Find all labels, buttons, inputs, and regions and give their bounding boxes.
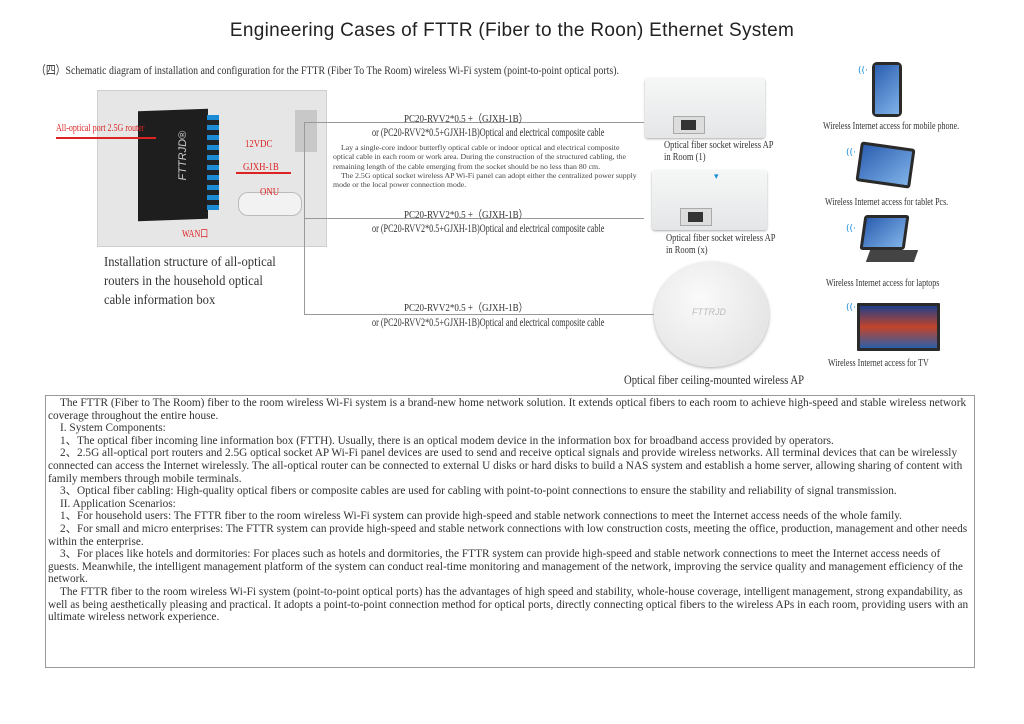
ceiling-ap-label: Optical fiber ceiling-mounted wireless A… — [624, 372, 805, 387]
note-paragraph: Lay a single-core indoor butterfly optic… — [333, 143, 626, 171]
body-paragraph: The FTTR (Fiber to The Room) fiber to th… — [48, 397, 967, 422]
device-label-laptop: Wireless Internet access for laptops — [826, 278, 940, 289]
body-paragraph: 3、Optical fiber cabling: High-quality op… — [60, 485, 897, 498]
cable-arrow — [236, 172, 291, 174]
connector-line — [304, 218, 644, 219]
wifi-icon: ((· — [858, 66, 868, 76]
body-paragraph: The FTTR fiber to the room wireless Wi-F… — [48, 585, 969, 624]
router-brand: FTTRJD® — [176, 130, 189, 181]
ap-roomx-label: Optical fiber socket wireless AP in Room… — [666, 233, 776, 256]
ceiling-ap-brand: FTTRJD — [692, 307, 726, 317]
socket-ap-room1-image — [645, 78, 765, 138]
laptop-image — [859, 215, 910, 250]
cable-label: GJXH-1B — [243, 161, 279, 173]
wan-label: WAN口 — [182, 229, 209, 240]
description-text-box: The FTTR (Fiber to The Room) fiber to th… — [45, 395, 975, 668]
router-arrow — [56, 137, 156, 139]
laptop-keyboard — [865, 250, 919, 262]
body-paragraph: 1、For household users: The FTTR fiber to… — [60, 510, 903, 523]
wifi-icon: ((· — [846, 224, 856, 234]
socket-ap-roomx-image: ▾ — [652, 170, 767, 230]
cabling-note: Lay a single-core indoor butterfly optic… — [333, 143, 638, 189]
device-label-phone: Wireless Internet access for mobile phon… — [823, 121, 960, 132]
phone-image — [872, 62, 902, 117]
connector-line — [304, 122, 644, 123]
cable-spec-alt: or (PC20-RVV2*0.5+GJXH-1B)Optical and el… — [372, 125, 605, 139]
connector-line — [304, 314, 654, 315]
tv-image — [857, 303, 940, 351]
body-paragraph: 2、2.5G all-optical port routers and 2.5G… — [48, 447, 963, 485]
wifi-icon: ((· — [846, 303, 856, 313]
diagram-subtitle: （四）Schematic diagram of installation and… — [36, 63, 619, 77]
onu-image — [238, 192, 302, 216]
cable-spec-alt: or (PC20-RVV2*0.5+GJXH-1B)Optical and el… — [372, 221, 605, 235]
cable-spec: PC20-RVV2*0.5 +（GJXH-1B） — [404, 302, 528, 314]
box-caption: Installation structure of all-optical ro… — [104, 255, 276, 308]
cable-spec: PC20-RVV2*0.5 +（GJXH-1B） — [404, 209, 528, 221]
cable-spec-alt: or (PC20-RVV2*0.5+GJXH-1B)Optical and el… — [372, 315, 605, 329]
ceiling-ap-image: FTTRJD — [654, 262, 769, 367]
tablet-image — [855, 141, 916, 189]
router-ports — [207, 115, 219, 210]
ap-room1-label: Optical fiber socket wireless AP in Room… — [664, 140, 774, 163]
body-paragraph: 1、The optical fiber incoming line inform… — [60, 434, 834, 447]
router-image: FTTRJD® — [138, 108, 208, 222]
body-paragraph: 3、For places like hotels and dormitories… — [48, 548, 963, 586]
page-title: Engineering Cases of FTTR (Fiber to the … — [229, 20, 795, 41]
router-label: All-optical port 2.5G router — [56, 123, 145, 134]
section-heading: II. Application Scenarios: — [60, 497, 176, 510]
cable-spec: PC20-RVV2*0.5 +（GJXH-1B） — [404, 113, 528, 125]
section-heading: I. System Components: — [60, 422, 166, 435]
onu-label: ONU — [260, 186, 280, 198]
device-label-tv: Wireless Internet access for TV — [828, 358, 929, 369]
power-supply-image — [295, 110, 317, 152]
note-paragraph: The 2.5G optical socket wireless AP Wi-F… — [333, 170, 637, 190]
power-label: 12VDC — [245, 138, 273, 150]
device-label-tablet: Wireless Internet access for tablet Pcs. — [825, 197, 949, 208]
body-paragraph: 2、For small and micro enterprises: The F… — [48, 522, 968, 548]
wifi-icon: ((· — [846, 148, 856, 158]
